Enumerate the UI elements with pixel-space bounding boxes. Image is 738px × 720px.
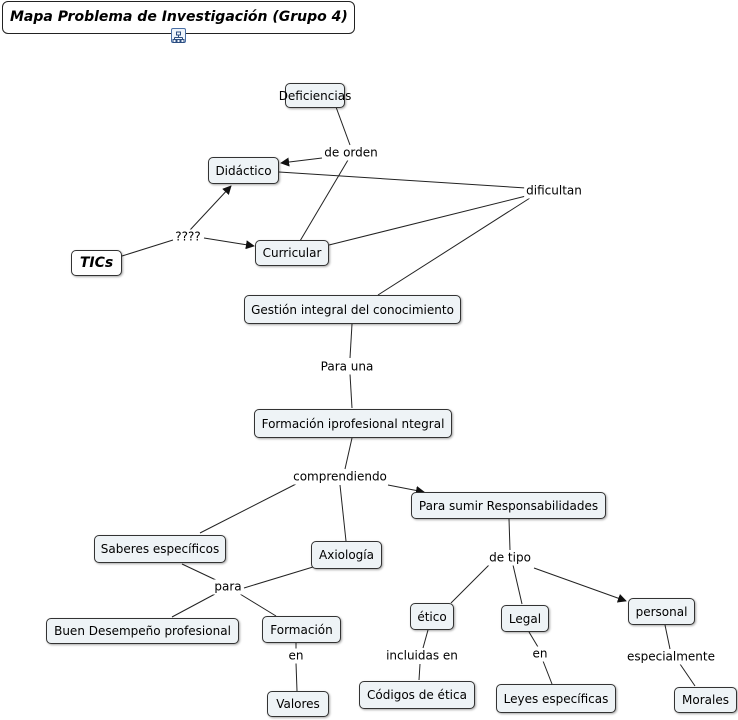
node-gestion-integral[interactable]: Gestión integral del conocimiento bbox=[244, 295, 461, 324]
link-label-comprendiendo: comprendiendo bbox=[291, 469, 389, 485]
link-didactico-dificultan bbox=[278, 171, 527, 189]
node-legal[interactable]: Legal bbox=[501, 605, 549, 632]
link-label-incluidas-en: incluidas en bbox=[384, 648, 460, 664]
link-label-dificultan: dificultan bbox=[524, 183, 584, 199]
link-incluidas-codigos bbox=[418, 663, 421, 681]
node-para-sumir[interactable]: Para sumir Responsabilidades bbox=[411, 492, 606, 519]
node-axiologia[interactable]: Axiología bbox=[311, 541, 382, 569]
link-comprendiendo-axiologia bbox=[339, 484, 347, 542]
link-label-interrogantes: ???? bbox=[173, 229, 203, 245]
node-formacion[interactable]: Formación bbox=[262, 616, 341, 643]
link-tics-interrogantes bbox=[121, 239, 174, 257]
node-codigos[interactable]: Códigos de ética bbox=[359, 681, 475, 709]
link-en-leyes bbox=[542, 660, 553, 685]
link-deorden-curricular bbox=[299, 159, 349, 242]
link-label-para: para bbox=[212, 579, 244, 595]
link-deorden-didactico bbox=[280, 157, 323, 167]
link-para-buendesempeno bbox=[171, 593, 216, 618]
link-etico-incluidas bbox=[422, 629, 429, 649]
node-leyes[interactable]: Leyes específicas bbox=[496, 684, 616, 713]
node-curricular[interactable]: Curricular bbox=[255, 240, 329, 266]
node-saberes[interactable]: Saberes específicos bbox=[94, 535, 226, 563]
node-etico[interactable]: ético bbox=[410, 603, 454, 630]
link-comprendiendo-saberes bbox=[199, 483, 297, 534]
link-deficiencias-deorden bbox=[335, 106, 351, 146]
link-formacionintegral-comprendiendo bbox=[344, 437, 353, 470]
link-label-especialmente: especialmente bbox=[624, 649, 718, 665]
link-personal-especialmente bbox=[664, 624, 671, 650]
link-detipo-legal bbox=[512, 564, 523, 605]
link-label-en-leyes: en bbox=[530, 646, 550, 662]
link-gestion-dificultan bbox=[377, 197, 531, 296]
node-personal[interactable]: personal bbox=[628, 598, 695, 625]
link-saberes-para bbox=[181, 563, 219, 582]
link-label-para-una: Para una bbox=[318, 359, 376, 375]
node-morales[interactable]: Morales bbox=[674, 687, 737, 713]
link-legal-en bbox=[528, 631, 539, 648]
link-interrogantes-curricular bbox=[203, 237, 255, 250]
link-gestion-paraunа bbox=[349, 323, 353, 359]
link-especialmente-morales bbox=[679, 663, 696, 687]
link-label-de-tipo: de tipo bbox=[487, 550, 533, 566]
link-detipo-personal bbox=[533, 567, 627, 603]
link-comprendiendo-parasumir bbox=[387, 484, 425, 495]
link-label-de-orden: de orden bbox=[322, 145, 380, 161]
link-parasumir-detipo bbox=[508, 518, 511, 551]
node-tics[interactable]: TICs bbox=[71, 250, 122, 276]
node-formacion-integral[interactable]: Formación iprofesional ntegral bbox=[254, 409, 452, 438]
link-interrogantes-didactico bbox=[189, 185, 232, 231]
link-label-en-valores: en bbox=[286, 648, 306, 664]
node-valores[interactable]: Valores bbox=[267, 691, 329, 717]
node-buen-desempeno[interactable]: Buen Desempeño profesional bbox=[46, 618, 239, 644]
link-curricular-dificultan bbox=[328, 195, 527, 246]
node-didactico[interactable]: Didáctico bbox=[208, 157, 279, 184]
node-deficiencias[interactable]: Deficiencias bbox=[279, 83, 351, 108]
link-paraunа-formacionintegral bbox=[349, 373, 353, 409]
link-en-valores bbox=[295, 662, 298, 692]
link-detipo-etico bbox=[450, 564, 490, 604]
concept-map-icon[interactable] bbox=[171, 28, 186, 43]
link-axiologia-para bbox=[243, 566, 314, 589]
link-para-formacion bbox=[239, 593, 277, 617]
